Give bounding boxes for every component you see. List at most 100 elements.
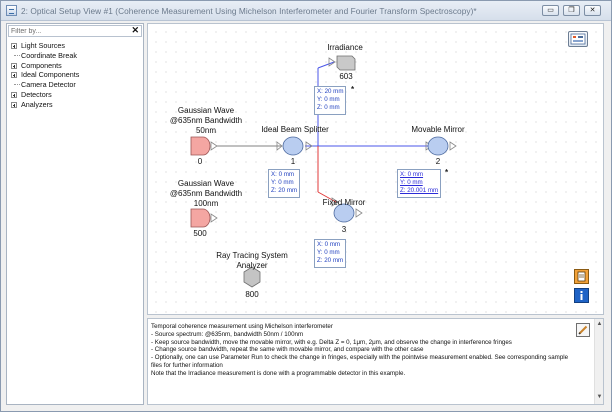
description-text[interactable]: Temporal coherence measurement using Mic… bbox=[151, 323, 576, 378]
description-line: - Keep source bandwidth, move the movabl… bbox=[151, 338, 512, 346]
optical-setup-icon bbox=[6, 5, 17, 16]
expand-icon[interactable] bbox=[11, 62, 17, 69]
input-port-icon[interactable] bbox=[328, 57, 336, 67]
tree-item-label: Analyzers bbox=[21, 99, 53, 109]
gaussian-wave-source-500[interactable] bbox=[190, 208, 211, 228]
fixed-mirror-coordinates[interactable]: X: 0 mm Y: 0 mm Z: 20 mm bbox=[314, 239, 347, 268]
tree-item-analyzers[interactable]: Analyzers bbox=[10, 100, 79, 110]
description-line: - Optionally, one can use Parameter Run … bbox=[151, 354, 570, 369]
description-line: Note that the Irradiance measurement is … bbox=[151, 369, 406, 377]
coord-y-text: Y: 0 mm bbox=[400, 179, 423, 187]
movable-mirror-coordinates[interactable]: X: 0 mm Y: 0 mm Z: 20.001 mm bbox=[397, 169, 442, 198]
irradiance-modified-marker: * bbox=[351, 85, 355, 94]
beam-splitter-id: 1 bbox=[290, 157, 296, 166]
document-settings-icon bbox=[577, 271, 586, 282]
clear-filter-icon[interactable]: ✕ bbox=[131, 25, 139, 35]
coord-z: Z: 20 mm bbox=[271, 187, 298, 195]
expand-icon[interactable] bbox=[11, 91, 17, 98]
coord-z-text: Z: 20.001 mm bbox=[400, 187, 439, 195]
irradiance-title: Irradiance bbox=[327, 43, 363, 52]
light-path-to-irradiance bbox=[317, 61, 335, 69]
movable-mirror-modified-marker: * bbox=[445, 168, 449, 177]
source-0-title: Gaussian Wave @635nm Bandwidth 50nm bbox=[168, 106, 244, 136]
movable-mirror-node[interactable] bbox=[427, 136, 449, 156]
system-settings-button[interactable] bbox=[574, 269, 589, 284]
source-0-title-text: Gaussian Wave @635nm Bandwidth 50nm bbox=[169, 106, 243, 135]
coord-y: Y: 0 mm bbox=[400, 179, 438, 187]
tree-item-coordinate-break[interactable]: Coordinate Break bbox=[10, 51, 79, 61]
tree-item-detectors[interactable]: Detectors bbox=[10, 90, 79, 100]
tree-item-label: Coordinate Break bbox=[21, 50, 77, 60]
scroll-up-icon[interactable]: ▲ bbox=[596, 321, 603, 327]
output-port-icon[interactable] bbox=[305, 141, 313, 151]
movable-mirror-title: Movable Mirror bbox=[411, 125, 465, 134]
analyzer-title-text: Ray Tracing System Analyzer bbox=[216, 251, 288, 270]
restore-button[interactable]: ❐ bbox=[563, 5, 580, 16]
light-path-red-to-fixed-mirror bbox=[317, 191, 337, 203]
beam-splitter-title: Ideal Beam Splitter bbox=[261, 125, 329, 134]
tree-item-light-sources[interactable]: Light Sources bbox=[10, 41, 79, 51]
minimize-button[interactable]: ▭ bbox=[542, 5, 559, 16]
beam-splitter-coordinates[interactable]: X: 0 mm Y: 0 mm Z: 20 mm bbox=[268, 169, 301, 198]
coord-x: X: 0 mm bbox=[271, 171, 295, 178]
info-button[interactable] bbox=[574, 288, 589, 303]
input-port-icon[interactable] bbox=[331, 197, 339, 207]
output-port-icon[interactable] bbox=[210, 141, 218, 151]
filter-box: ✕ bbox=[8, 25, 142, 37]
fixed-mirror-id: 3 bbox=[341, 225, 347, 234]
tree-item-label: Light Sources bbox=[21, 41, 65, 50]
setup-overview-button[interactable] bbox=[568, 31, 588, 47]
coord-x-text: X: 0 mm bbox=[400, 171, 424, 178]
analyzer-title: Ray Tracing System Analyzer bbox=[204, 251, 300, 271]
component-catalog-panel: ✕ Light Sources Coordinate Break Compone… bbox=[6, 23, 144, 405]
fixed-mirror-node[interactable] bbox=[333, 203, 355, 223]
gaussian-wave-source-0[interactable] bbox=[190, 136, 211, 156]
expand-icon[interactable] bbox=[11, 72, 17, 79]
coord-x: X: 0 mm bbox=[317, 241, 341, 248]
expand-icon[interactable] bbox=[11, 101, 17, 108]
pencil-icon bbox=[578, 325, 588, 335]
source-0-id: 0 bbox=[197, 157, 203, 166]
source-500-id: 500 bbox=[193, 229, 207, 238]
title-bar: 2: Optical Setup View #1 (Coherence Meas… bbox=[1, 1, 611, 21]
description-line: - Change source bandwidth, repeat the sa… bbox=[151, 346, 424, 354]
tree-item-components[interactable]: Components bbox=[10, 61, 79, 71]
tree-item-label: Camera Detector bbox=[21, 80, 76, 90]
coord-x: X: 0 mm bbox=[400, 171, 438, 179]
coord-z: Z: 20 mm bbox=[317, 257, 344, 265]
output-port-icon[interactable] bbox=[449, 141, 457, 151]
optical-setup-canvas[interactable]: Gaussian Wave @635nm Bandwidth 50nm 0 Ga… bbox=[147, 23, 604, 315]
analyzer-id: 800 bbox=[245, 290, 259, 299]
coord-y: Y: 0 mm bbox=[317, 249, 340, 257]
close-button[interactable]: ✕ bbox=[584, 5, 601, 16]
output-port-icon[interactable] bbox=[355, 208, 363, 218]
scroll-down-icon[interactable]: ▼ bbox=[596, 394, 603, 400]
light-path-diagram bbox=[190, 55, 457, 288]
coord-y: Y: 0 mm bbox=[317, 96, 340, 104]
source-500-title: Gaussian Wave @635nm Bandwidth 100nm bbox=[168, 179, 244, 209]
coord-x: X: 20 mm bbox=[317, 88, 344, 95]
beam-splitter-node[interactable] bbox=[282, 136, 304, 156]
catalog-tree: Light Sources Coordinate Break Component… bbox=[10, 41, 79, 110]
ray-tracing-analyzer-node[interactable] bbox=[243, 266, 261, 288]
description-scrollbar[interactable]: ▲ ▼ bbox=[594, 319, 603, 404]
edit-description-button[interactable] bbox=[576, 323, 590, 337]
description-panel: Temporal coherence measurement using Mic… bbox=[147, 318, 604, 405]
irradiance-coordinates[interactable]: X: 20 mm Y: 0 mm Z: 0 mm bbox=[314, 86, 347, 115]
coord-y: Y: 0 mm bbox=[271, 179, 294, 187]
input-port-icon[interactable] bbox=[276, 141, 283, 151]
output-port-icon[interactable] bbox=[210, 213, 218, 223]
tree-connector bbox=[14, 84, 20, 86]
tree-connector bbox=[14, 54, 20, 56]
filter-input[interactable] bbox=[11, 27, 129, 36]
expand-icon[interactable] bbox=[11, 43, 17, 49]
coord-z: Z: 20.001 mm bbox=[400, 187, 438, 195]
irradiance-detector-node[interactable] bbox=[336, 55, 356, 71]
tree-item-label: Components bbox=[21, 60, 62, 70]
tree-item-label: Detectors bbox=[21, 89, 52, 99]
tree-item-camera-detector[interactable]: Camera Detector bbox=[10, 80, 79, 90]
tree-item-ideal-components[interactable]: Ideal Components bbox=[10, 70, 79, 80]
source-500-title-text: Gaussian Wave @635nm Bandwidth 100nm bbox=[169, 179, 243, 208]
irradiance-id: 603 bbox=[339, 72, 353, 81]
